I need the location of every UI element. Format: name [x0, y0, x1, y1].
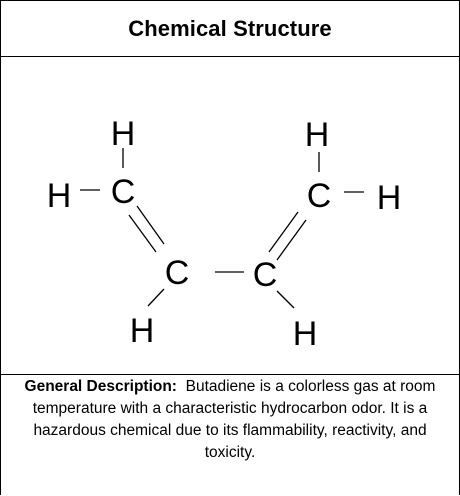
atom-h4: H: [377, 179, 402, 217]
card-header: Chemical Structure: [1, 1, 459, 57]
description-text: Butadiene is a colorless gas at room tem…: [32, 378, 436, 461]
bonds: [80, 148, 364, 309]
atom-c4: C: [307, 177, 332, 215]
atom-h3: H: [305, 116, 330, 154]
atom-c3: C: [253, 256, 278, 294]
atoms: H H C C C C H H H H: [47, 115, 402, 353]
bond-c1-c2-a: [136, 205, 165, 245]
atom-h6: H: [293, 315, 318, 353]
bond-c1-c2-b: [128, 214, 157, 253]
atom-h2: H: [47, 177, 72, 215]
atom-c2: C: [165, 254, 190, 292]
bond-c3-h6: [276, 290, 295, 309]
card-title: Chemical Structure: [128, 15, 332, 41]
bond-c3-c4-b: [276, 219, 307, 261]
atom-h1: H: [111, 115, 136, 153]
atom-c1: C: [111, 173, 136, 211]
bond-c3-c4-a: [268, 211, 299, 253]
bond-c2-h5: [147, 288, 165, 307]
atom-h5: H: [130, 312, 155, 350]
description-label: General Description:: [24, 378, 177, 395]
structure-diagram: H H C C C C H H H H: [1, 57, 459, 375]
butadiene-structure-svg: H H C C C C H H H H: [47, 115, 402, 353]
general-description: General Description: Butadiene is a colo…: [1, 375, 459, 496]
